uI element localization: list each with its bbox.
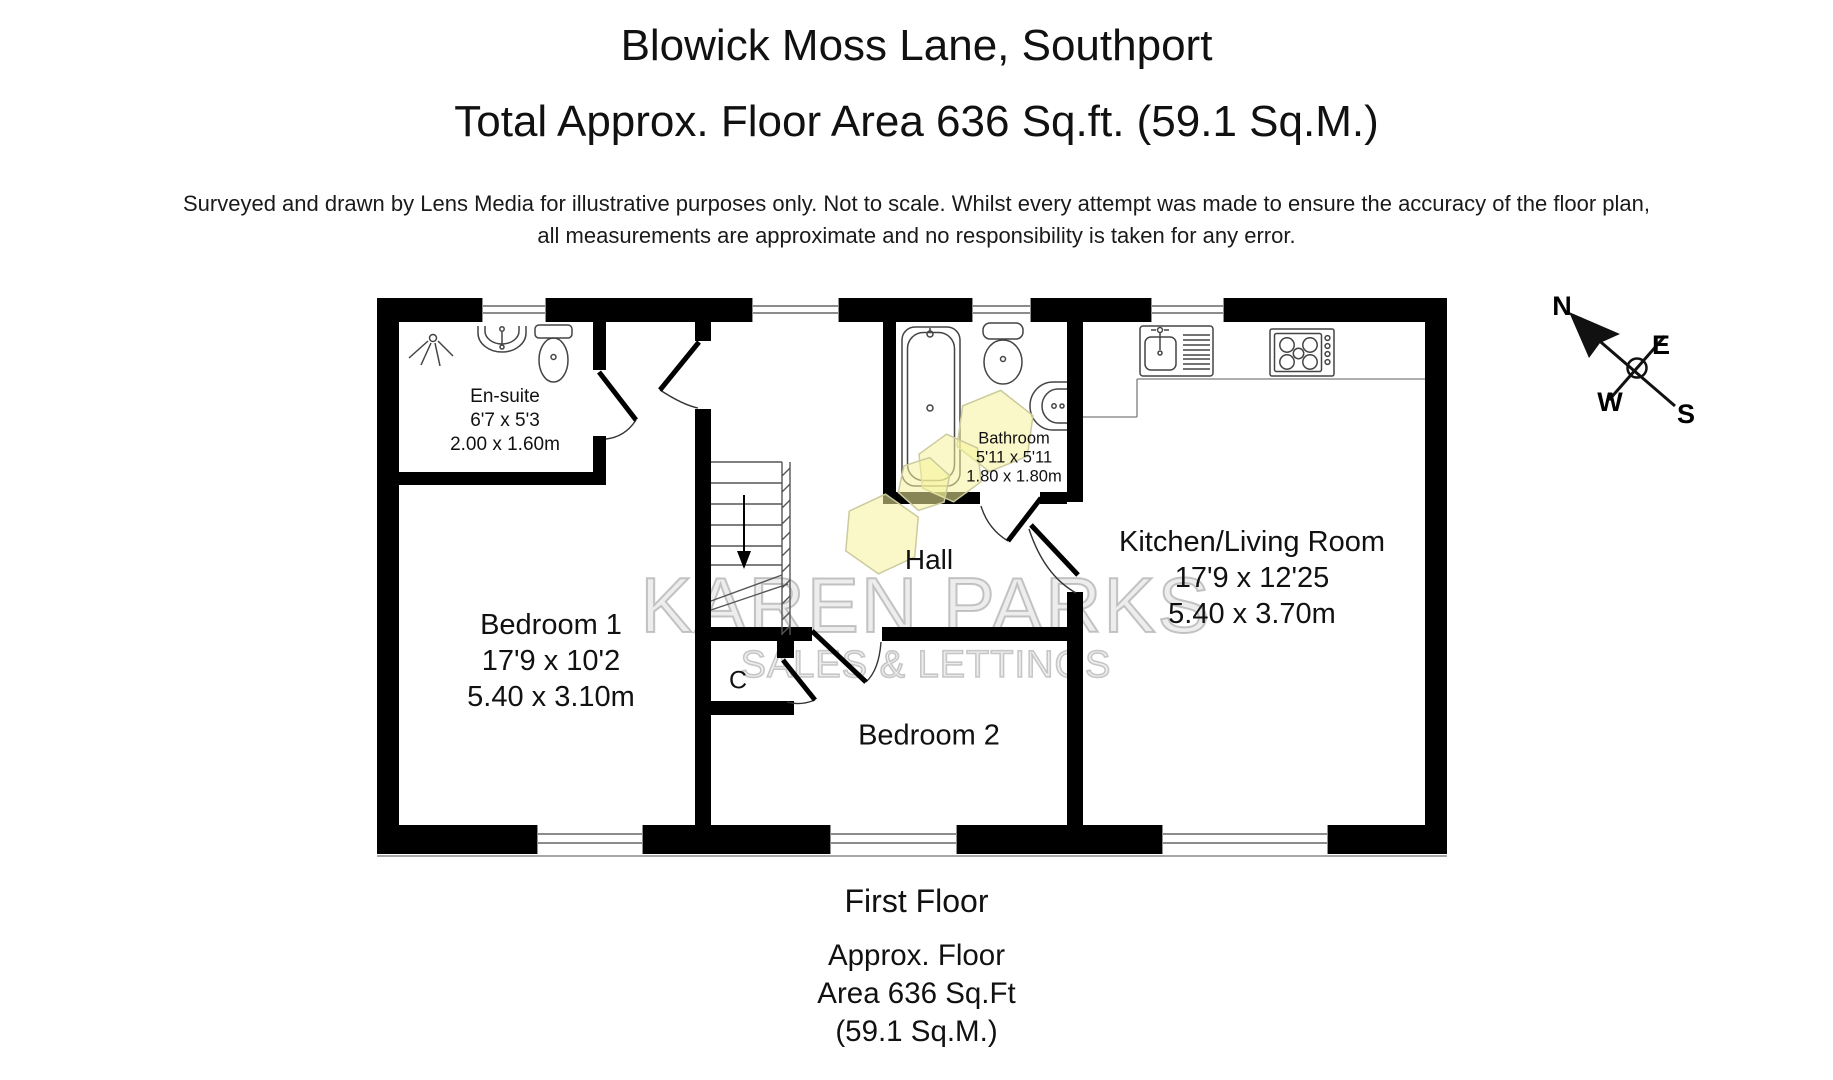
wall-bathroom-bottom-stub bbox=[1040, 492, 1067, 504]
total-area-subtitle: Total Approx. Floor Area 636 Sq.ft. (59.… bbox=[454, 97, 1379, 146]
wall-divider-main bbox=[695, 409, 711, 825]
wall-hall-bedroom2-right bbox=[882, 627, 1067, 641]
bedroom1-size-imperial: 17'9 x 10'2 bbox=[481, 645, 621, 677]
door-bathroom bbox=[1006, 496, 1043, 543]
bathroom-toilet-icon bbox=[982, 322, 1024, 385]
wall-ensuite-bottom bbox=[399, 472, 606, 485]
floor-area-line-1: Approx. Floor bbox=[827, 939, 1006, 972]
fixtures bbox=[408, 322, 1335, 487]
bathroom-sink-icon bbox=[1029, 381, 1067, 431]
ensuite-name: En-suite bbox=[470, 386, 540, 407]
window-kitchen-top bbox=[1151, 298, 1224, 322]
bedroom1-size-metric: 5.40 x 3.10m bbox=[467, 681, 635, 713]
compass-n-label: N bbox=[1552, 291, 1572, 321]
kitchen-size-metric: 5.40 x 3.70m bbox=[1168, 598, 1336, 630]
compass-e-label: E bbox=[1652, 330, 1670, 360]
wall-divider-top-stub bbox=[695, 322, 711, 341]
stairs bbox=[710, 461, 791, 635]
floor-area-caption: Approx. Floor Area 636 Sq.Ft (59.1 Sq.M.… bbox=[0, 937, 1833, 1051]
bedroom1-name: Bedroom 1 bbox=[480, 609, 622, 641]
ensuite-size-metric: 2.00 x 1.60m bbox=[450, 434, 560, 455]
room-label-bedroom1: Bedroom 1 17'9 x 10'2 5.40 x 3.10m bbox=[467, 607, 635, 715]
kitchen-counter bbox=[1083, 378, 1425, 418]
ensuite-toilet-icon bbox=[534, 324, 573, 383]
page-title: Blowick Moss Lane, Southport bbox=[620, 21, 1213, 70]
window-bathroom bbox=[972, 298, 1031, 322]
compass-north-arrow bbox=[1569, 312, 1620, 358]
room-label-kitchen-living: Kitchen/Living Room 17'9 x 12'25 5.40 x … bbox=[1119, 524, 1385, 632]
disclaimer-line-2: all measurements are approximate and no … bbox=[537, 223, 1296, 248]
wall-outer-left bbox=[377, 298, 399, 854]
floor-area-line-2: Area 636 Sq.Ft bbox=[817, 977, 1016, 1010]
window-bedroom2 bbox=[830, 825, 957, 854]
bathroom-size-metric: 1.80 x 1.80m bbox=[966, 467, 1062, 486]
floor-area-line-3: (59.1 Sq.M.) bbox=[835, 1015, 998, 1048]
door-cupboard bbox=[781, 658, 817, 702]
compass-s-label: S bbox=[1677, 399, 1695, 429]
wall-cupboard-stub-top bbox=[777, 641, 794, 658]
stairs-direction-arrow bbox=[737, 495, 751, 569]
plan-linework bbox=[408, 322, 1425, 705]
door-bedroom2 bbox=[810, 629, 868, 684]
wall-kitchen-upper bbox=[1067, 322, 1083, 502]
room-label-hall: Hall bbox=[904, 544, 954, 575]
wall-cupboard-stub-bottom bbox=[777, 701, 794, 715]
wall-bathroom-left bbox=[883, 322, 896, 504]
door-bedroom1-lobby bbox=[658, 340, 701, 392]
window-kitchen-bottom bbox=[1162, 825, 1328, 854]
wall-outer-right bbox=[1425, 298, 1447, 854]
floor-plan: En-suite 6'7 x 5'3 2.00 x 1.60m Bathroom… bbox=[377, 298, 1447, 858]
window-bedroom1 bbox=[537, 825, 643, 854]
bathroom-size-imperial: 5'11 x 5'11 bbox=[975, 448, 1053, 467]
door-leaves bbox=[597, 340, 1080, 702]
wall-kitchen-lower bbox=[1067, 592, 1083, 825]
shower-icon bbox=[408, 333, 454, 367]
door-kitchen bbox=[1029, 523, 1080, 577]
wall-ensuite-right-upper bbox=[593, 322, 606, 370]
room-label-ensuite: En-suite 6'7 x 5'3 2.00 x 1.60m bbox=[450, 385, 560, 457]
watermark-hexagons bbox=[845, 389, 1034, 575]
room-label-cupboard: C bbox=[728, 666, 748, 695]
plan-baseline bbox=[377, 855, 1447, 857]
window-hall bbox=[752, 298, 839, 322]
kitchen-sink-icon bbox=[1139, 325, 1214, 377]
wall-outer-top bbox=[377, 298, 1447, 322]
compass-rose: N E W S bbox=[1552, 291, 1695, 429]
wall-hall-bedroom2-left bbox=[711, 627, 812, 641]
ensuite-sink-icon bbox=[477, 326, 527, 353]
hob-icon bbox=[1269, 328, 1335, 377]
floor-name-label: First Floor bbox=[844, 883, 989, 919]
kitchen-name: Kitchen/Living Room bbox=[1119, 526, 1385, 558]
compass-hub bbox=[1626, 357, 1648, 379]
kitchen-size-imperial: 17'9 x 12'25 bbox=[1174, 562, 1330, 594]
door-ensuite bbox=[597, 370, 638, 422]
door-arcs bbox=[605, 389, 1077, 705]
wall-cupboard-bottom bbox=[711, 701, 777, 715]
room-label-bathroom: Bathroom 5'11 x 5'11 1.80 x 1.80m bbox=[966, 430, 1061, 487]
room-label-bedroom2: Bedroom 2 bbox=[858, 719, 1000, 752]
ensuite-size-imperial: 6'7 x 5'3 bbox=[470, 410, 540, 431]
disclaimer-line-1: Surveyed and drawn by Lens Media for ill… bbox=[183, 191, 1650, 216]
compass-w-label: W bbox=[1597, 387, 1623, 417]
window-ensuite bbox=[482, 298, 546, 322]
bathroom-name: Bathroom bbox=[978, 429, 1050, 448]
